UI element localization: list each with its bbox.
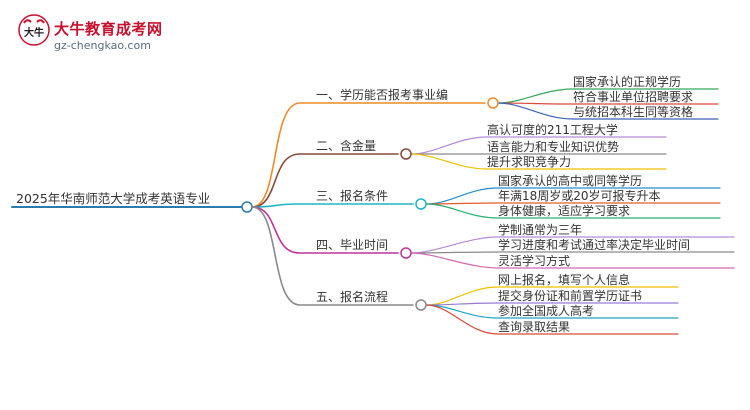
branch-2-label: 二、含金量 — [316, 139, 377, 153]
branch-5-label: 五、报名流程 — [316, 290, 389, 304]
branch-5-leaf-4-connector — [425, 304, 679, 335]
branch-1-node[interactable] — [487, 97, 499, 109]
branch-3-leaf-2-label: 年满18周岁或20岁可报专升本 — [498, 189, 661, 203]
branch-4-leaf-1-connector — [410, 236, 735, 254]
branch-2-leaf-3-label: 提升求职竞争力 — [487, 155, 572, 169]
branch-2-leaf-1-connector — [410, 136, 667, 155]
branch-4-leaf-3-label: 灵活学习方式 — [498, 254, 571, 268]
branch-4-connector — [251, 206, 399, 254]
branch-5-node[interactable] — [415, 299, 427, 311]
branch-3-node[interactable] — [415, 198, 427, 210]
site-logo[interactable]: 大牛 大牛教育成考网 gz-chengkao.com — [18, 14, 168, 58]
branch-1-leaf-3-label: 与统招本科生同等资格 — [573, 105, 694, 119]
branch-1-leaf-2-connector — [497, 102, 719, 105]
branch-5-leaf-2-label: 提交身份证和前置学历证书 — [498, 289, 643, 303]
logo-title: 大牛教育成考网 — [54, 20, 163, 38]
branch-4-leaf-1-label: 学制通常为三年 — [498, 223, 583, 237]
branch-3-connector — [251, 203, 414, 208]
branch-4-label: 四、毕业时间 — [316, 238, 389, 252]
branch-3-leaf-2-connector — [425, 202, 721, 205]
branch-3-leaf-1-label: 国家承认的高中或同等学历 — [498, 174, 643, 188]
branch-2-leaf-2-label: 语言能力和专业知识优势 — [487, 140, 620, 154]
branch-3-leaf-3-connector — [425, 203, 721, 219]
branch-5-leaf-2-connector — [425, 302, 679, 306]
bull-logo-icon: 大牛 — [18, 14, 50, 46]
branch-2-connector — [251, 153, 399, 208]
branch-1-label: 一、学历能否报考事业编 — [316, 88, 449, 102]
logo-url: gz-chengkao.com — [54, 39, 151, 52]
branch-3-leaf-3-label: 身体健康，适应学习要求 — [498, 204, 631, 218]
root-node[interactable] — [241, 201, 253, 213]
branch-4-node[interactable] — [400, 247, 412, 259]
branch-5-connector — [251, 206, 414, 306]
branch-4-leaf-2-connector — [410, 251, 735, 254]
branch-5-leaf-1-label: 网上报名，填写个人信息 — [498, 273, 631, 287]
branch-2-node[interactable] — [400, 148, 412, 160]
branch-4-leaf-3-connector — [410, 252, 735, 269]
branch-1-leaf-3-connector — [497, 102, 719, 120]
branch-1-leaf-2-label: 符合事业单位招聘要求 — [573, 90, 694, 104]
svg-text:大牛: 大牛 — [24, 26, 44, 39]
branch-3-label: 三、报名条件 — [316, 189, 389, 203]
branch-2-leaf-1-label: 高认可度的211工程大学 — [487, 123, 618, 137]
root-topic-label: 2025年华南师范大学成考英语专业 — [16, 191, 211, 206]
branch-5-leaf-4-label: 查询录取结果 — [498, 320, 571, 334]
branch-2-leaf-3-connector — [410, 153, 667, 170]
branch-5-leaf-3-label: 参加全国成人高考 — [498, 304, 595, 318]
branch-1-connector — [251, 102, 486, 208]
branch-4-leaf-2-label: 学习进度和考试通过率决定毕业时间 — [498, 238, 691, 252]
branch-1-leaf-1-label: 国家承认的正规学历 — [573, 75, 682, 89]
